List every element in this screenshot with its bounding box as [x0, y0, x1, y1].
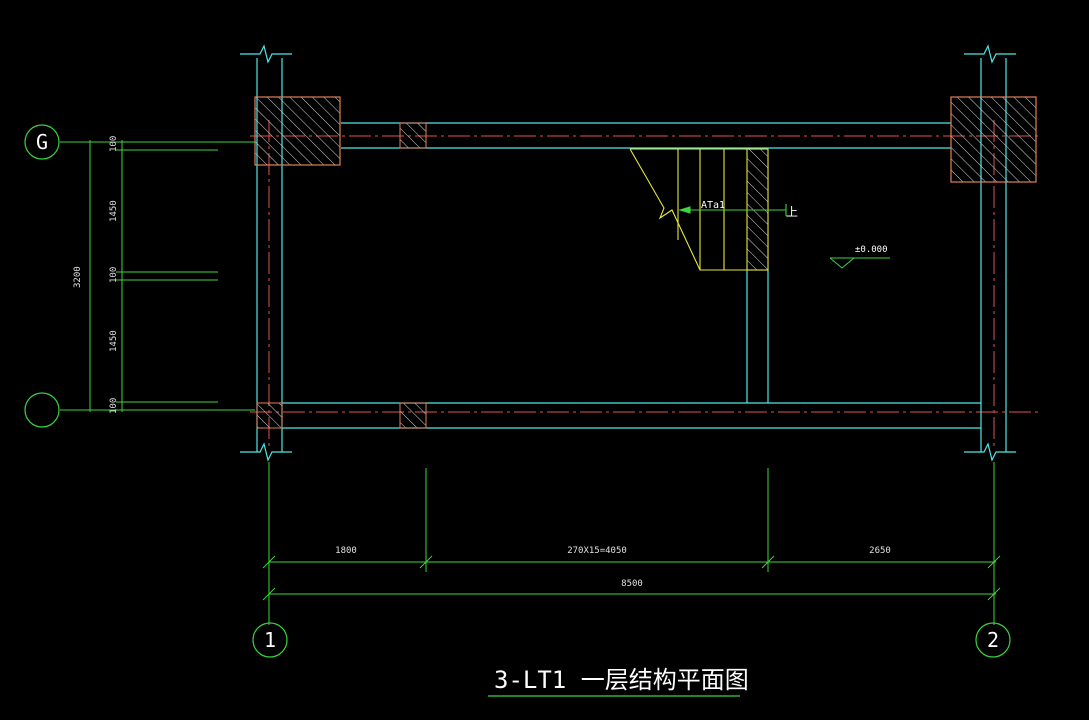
- elevation-label: ±0.000: [855, 245, 888, 255]
- dim-left-1: 100: [109, 136, 119, 152]
- stair-direction: 上: [786, 205, 798, 219]
- dim-left-2: 1450: [109, 200, 119, 222]
- stair-arrow: [678, 204, 792, 217]
- column-top-right: [950, 96, 1037, 183]
- columns: [254, 96, 1037, 429]
- elevation-marker: [829, 257, 890, 269]
- walls: [256, 58, 1007, 452]
- dim-left-3: 100: [109, 267, 119, 283]
- break-symbols: [240, 44, 1016, 462]
- axis-bubble-2: [975, 622, 1011, 658]
- axis-bubbles: [24, 124, 1011, 658]
- column-small-bottom-left: [256, 402, 283, 429]
- axis-bubble-1: [252, 622, 288, 658]
- axis-bubble-g: [24, 124, 60, 160]
- bottom-dimension-lines: [262, 462, 1001, 625]
- axis-label-g: G: [36, 130, 48, 154]
- center-lines: [250, 120, 1040, 450]
- dim-left-4: 1450: [109, 330, 119, 352]
- dim-bottom-3: 2650: [869, 546, 891, 556]
- axis-label-2: 2: [987, 628, 999, 652]
- column-top-left: [254, 96, 341, 166]
- column-small-top: [399, 122, 427, 149]
- left-dimension-text: 3200 100 1450 100 1450 100: [73, 136, 119, 414]
- dim-bottom-1: 1800: [335, 546, 357, 556]
- axis-label-1: 1: [264, 628, 276, 652]
- bottom-dimension-text: 1800 270X15=4050 2650 8500: [335, 546, 891, 589]
- column-small-bottom-mid: [399, 402, 427, 429]
- axis-labels: G 1 2: [36, 130, 999, 652]
- dim-left-total: 3200: [73, 266, 83, 288]
- stair-label: ATa1: [701, 200, 725, 211]
- drawing-title: 3-LT1 一层结构平面图: [494, 666, 749, 694]
- dim-left-5: 100: [109, 398, 119, 414]
- axis-bubble-bottom-left: [24, 392, 60, 428]
- dim-bottom-2: 270X15=4050: [567, 546, 627, 556]
- left-dimension-lines: [60, 140, 255, 412]
- dim-bottom-total: 8500: [621, 579, 643, 589]
